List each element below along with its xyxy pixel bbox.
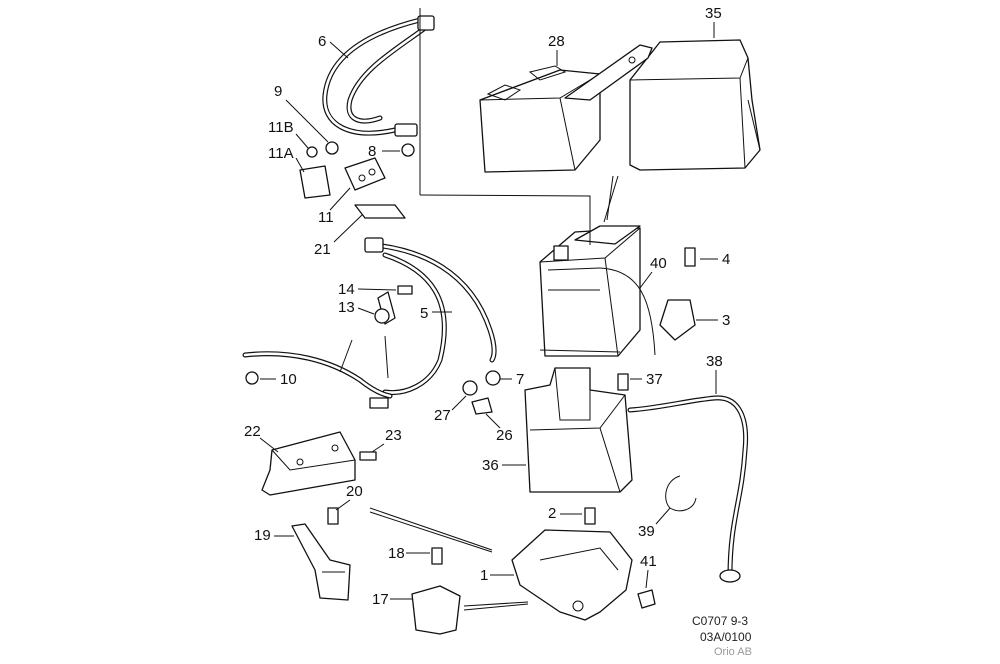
callout-8: 8 — [368, 143, 400, 160]
callout-5: 5 — [420, 305, 452, 322]
callout-number: 41 — [640, 553, 657, 570]
callout-18: 18 — [388, 545, 430, 562]
callout-20: 20 — [335, 483, 363, 511]
callout-number: 3 — [722, 312, 730, 329]
callout-number: 19 — [254, 527, 271, 544]
callout-4: 4 — [700, 251, 730, 268]
callout-23: 23 — [371, 427, 402, 453]
battery-cover-part — [629, 39, 761, 171]
callout-number: 5 — [420, 305, 428, 322]
pointer-arrow — [603, 175, 619, 223]
callout-number: 38 — [706, 353, 723, 370]
vent-hose-part — [627, 395, 749, 583]
callout-number: 14 — [338, 281, 355, 298]
callout-39: 39 — [638, 507, 671, 540]
callout-number: 4 — [722, 251, 730, 268]
callout-number: 18 — [388, 545, 405, 562]
callout-21: 21 — [314, 214, 363, 258]
callout-17: 17 — [372, 591, 412, 608]
callout-number: 6 — [318, 33, 326, 50]
callout-number: 35 — [705, 5, 722, 22]
callout-number: 36 — [482, 457, 499, 474]
callout-number: 10 — [280, 371, 297, 388]
callout-number: 20 — [346, 483, 363, 500]
callout-number: 2 — [548, 505, 556, 522]
callout-number: 13 — [338, 299, 355, 316]
bolt-parts — [617, 247, 696, 391]
callout-number: 27 — [434, 407, 451, 424]
cable-harness-part — [242, 237, 497, 409]
clip-part — [637, 589, 656, 609]
callout-36: 36 — [482, 457, 526, 474]
battery-cable-part — [322, 15, 435, 137]
callout-10: 10 — [260, 371, 297, 388]
callout-3: 3 — [696, 312, 730, 329]
bracket-part — [261, 431, 377, 496]
callout-11b: 11B — [268, 119, 309, 149]
small-fasteners — [299, 141, 415, 219]
callout-number: 7 — [516, 371, 524, 388]
callout-2: 2 — [548, 505, 582, 522]
callout-9: 9 — [274, 83, 329, 143]
callout-41: 41 — [640, 553, 657, 589]
callout-35: 35 — [705, 5, 722, 38]
callout-number: 40 — [650, 255, 667, 272]
callout-number: 1 — [480, 567, 488, 584]
callout-6: 6 — [318, 33, 349, 59]
callout-26: 26 — [485, 413, 513, 444]
callout-22: 22 — [244, 423, 279, 453]
callout-40: 40 — [639, 255, 667, 289]
callout-number: 17 — [372, 591, 389, 608]
callout-number: 11B — [268, 119, 294, 136]
callout-number: 9 — [274, 83, 282, 100]
nut-part — [245, 371, 259, 385]
callout-number: 11A — [268, 145, 294, 162]
reference-source: Orio AB — [714, 646, 752, 658]
callout-number: 8 — [368, 143, 376, 160]
base-plate-part — [511, 507, 633, 621]
callout-number: 23 — [385, 427, 402, 444]
callout-14: 14 — [338, 281, 397, 298]
callout-19: 19 — [254, 527, 294, 544]
sensor-cable-part — [599, 267, 656, 356]
callout-number: 11 — [318, 209, 334, 226]
callout-1: 1 — [480, 567, 514, 584]
callout-number: 21 — [314, 241, 331, 258]
callout-38: 38 — [706, 353, 723, 394]
callout-number: 22 — [244, 423, 261, 440]
callout-27: 27 — [434, 395, 467, 424]
callout-28: 28 — [548, 33, 565, 66]
callout-11: 11 — [318, 187, 351, 226]
battery-tray-part — [524, 367, 633, 493]
hose-clamp-part — [665, 475, 697, 512]
callout-number: 37 — [646, 371, 663, 388]
reference-line — [419, 194, 591, 245]
callout-number: 39 — [638, 523, 655, 540]
battery-box-part — [479, 44, 653, 173]
bracket-parts — [339, 285, 413, 379]
callout-number: 26 — [496, 427, 513, 444]
clip-bracket-part — [411, 547, 529, 635]
callout-7: 7 — [500, 371, 524, 388]
callout-11a: 11A — [268, 145, 305, 173]
nuts-group — [462, 370, 501, 415]
callout-37: 37 — [630, 371, 663, 388]
lower-bracket-part — [291, 507, 493, 601]
reference-code: C0707 9-3 — [692, 614, 749, 628]
callout-number: 28 — [548, 33, 565, 50]
battery-part — [539, 225, 641, 357]
reference-date: 03A/0100 — [700, 630, 752, 644]
callout-13: 13 — [338, 299, 375, 316]
